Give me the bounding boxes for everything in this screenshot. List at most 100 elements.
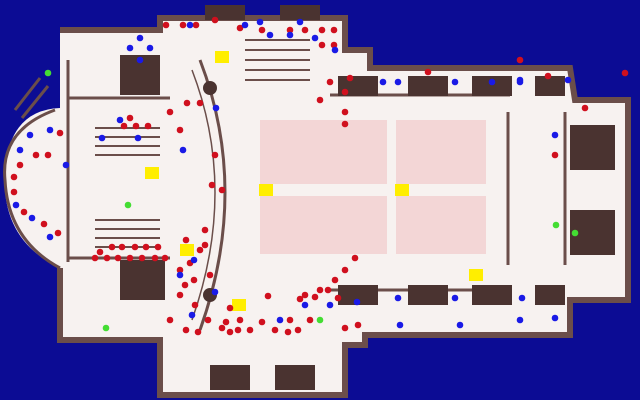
red-dot <box>516 56 524 64</box>
red-dot <box>56 129 64 137</box>
red-dot <box>108 243 116 251</box>
red-dot <box>179 21 187 29</box>
blue-dot <box>516 316 524 324</box>
blue-dot <box>394 294 402 302</box>
red-dot <box>176 291 184 299</box>
zone-nw <box>260 120 387 184</box>
red-dot <box>96 248 104 256</box>
blue-dot <box>46 126 54 134</box>
blue-dot <box>451 294 459 302</box>
red-dot <box>346 74 354 82</box>
red-dot <box>354 321 362 329</box>
blue-dot <box>46 233 54 241</box>
red-dot <box>258 318 266 326</box>
red-dot <box>318 26 326 34</box>
red-dot <box>330 41 338 49</box>
red-dot <box>211 151 219 159</box>
red-dot <box>144 122 152 130</box>
red-dot <box>142 243 150 251</box>
red-dot <box>316 286 324 294</box>
blue-dot <box>551 314 559 322</box>
red-dot <box>118 243 126 251</box>
green-dot <box>102 324 110 332</box>
blue-dot <box>26 131 34 139</box>
blue-dot <box>296 18 304 26</box>
red-dot <box>226 328 234 336</box>
red-dot <box>341 120 349 128</box>
blue-dot <box>331 46 339 54</box>
blue-dot <box>212 104 220 112</box>
red-dot <box>218 186 226 194</box>
red-dot <box>286 26 294 34</box>
red-dot <box>294 326 302 334</box>
blue-dot <box>146 44 154 52</box>
red-dot <box>234 326 242 334</box>
blue-dot <box>394 78 402 86</box>
blue-dot <box>12 201 20 209</box>
red-dot <box>201 241 209 249</box>
red-dot <box>286 316 294 324</box>
yellow-marker <box>145 167 159 179</box>
red-dot <box>208 181 216 189</box>
blue-dot <box>62 161 70 169</box>
red-dot <box>114 254 122 262</box>
blue-dot <box>488 78 496 86</box>
red-dot <box>131 243 139 251</box>
blue-dot <box>16 146 24 154</box>
blue-dot <box>518 294 526 302</box>
red-dot <box>301 26 309 34</box>
red-dot <box>20 208 28 216</box>
blue-dot <box>211 288 219 296</box>
red-dot <box>204 316 212 324</box>
pillars <box>120 5 615 390</box>
red-dot <box>271 326 279 334</box>
red-dot <box>183 99 191 107</box>
red-dot <box>10 173 18 181</box>
blue-dot <box>136 34 144 42</box>
nave-zones <box>260 120 486 254</box>
red-dot <box>264 292 272 300</box>
yellow-marker <box>180 244 194 256</box>
red-dot <box>222 318 230 326</box>
blue-dot <box>276 316 284 324</box>
red-dot <box>120 122 128 130</box>
red-dot <box>316 96 324 104</box>
blue-dot <box>241 21 249 29</box>
red-dot <box>581 104 589 112</box>
yellow-markers <box>145 51 483 311</box>
red-dot <box>162 21 170 29</box>
red-dot <box>194 328 202 336</box>
red-dot <box>296 295 304 303</box>
red-dot <box>54 229 62 237</box>
blue-dot <box>256 18 264 26</box>
blue-dot <box>190 256 198 264</box>
red-dot <box>154 243 162 251</box>
blue-dot <box>176 271 184 279</box>
red-dot <box>176 266 184 274</box>
blue-dot <box>516 76 524 84</box>
red-dot <box>91 254 99 262</box>
green-dot <box>571 229 579 237</box>
blue-dot <box>551 131 559 139</box>
red-dot <box>351 254 359 262</box>
red-dot <box>126 254 134 262</box>
zone-ne <box>396 120 486 184</box>
red-dot <box>341 108 349 116</box>
blue-dot <box>179 146 187 154</box>
blue-dot <box>286 31 294 39</box>
red-dot <box>181 281 189 289</box>
yellow-marker <box>469 269 483 281</box>
blue-dot <box>134 134 142 142</box>
green-dot <box>316 316 324 324</box>
red-dot <box>284 328 292 336</box>
red-dot <box>161 254 169 262</box>
red-dot <box>44 151 52 159</box>
red-dot <box>236 316 244 324</box>
blue-dot <box>456 321 464 329</box>
red-dot <box>424 68 432 76</box>
apse-wall <box>3 108 61 270</box>
dot-markers <box>10 16 629 336</box>
red-dot <box>218 324 226 332</box>
red-dot <box>621 69 629 77</box>
red-dot <box>306 316 314 324</box>
